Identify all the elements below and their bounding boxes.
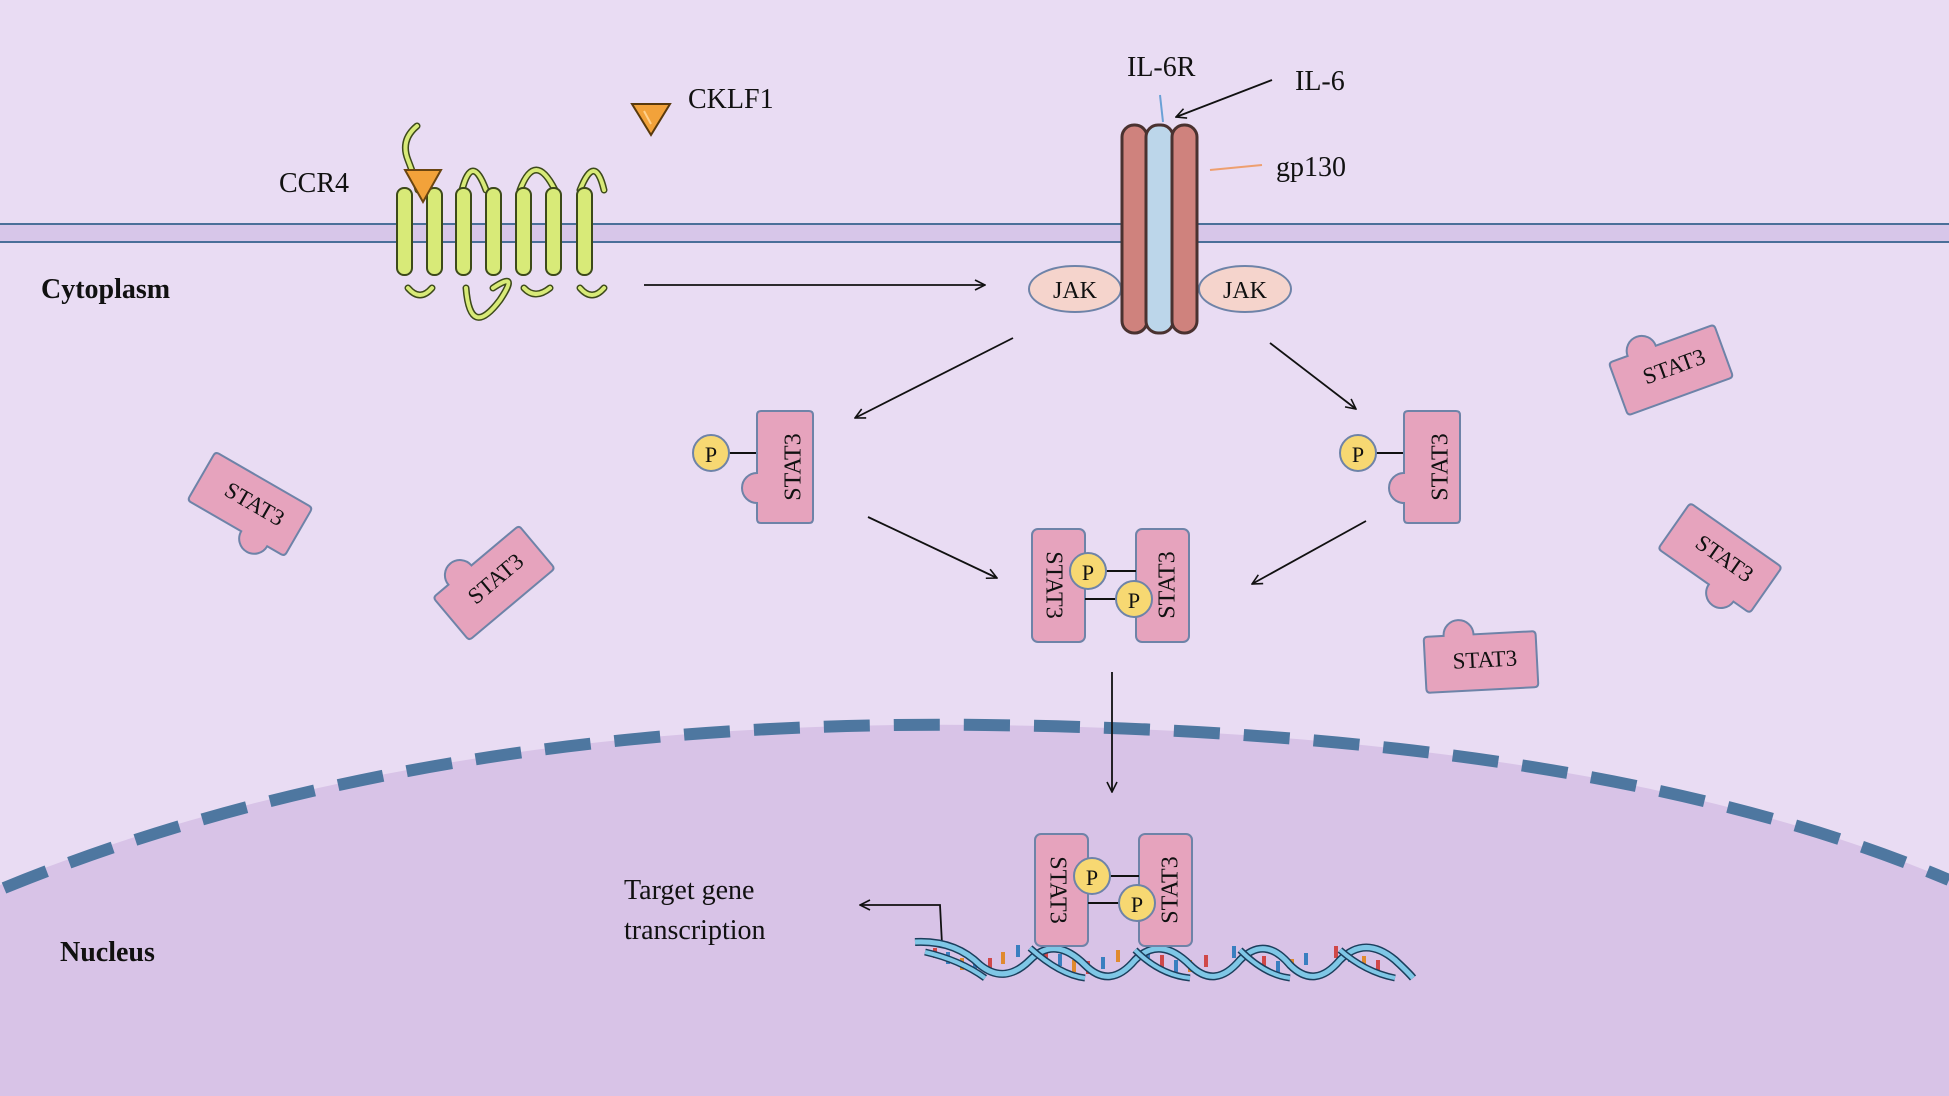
ccr4-label: CCR4: [279, 168, 349, 199]
svg-text:STAT3: STAT3: [1158, 856, 1184, 923]
nuclear-envelope: [1, 718, 1949, 894]
stat3-dimer-nucleus: STAT3 STAT3 P P: [1034, 833, 1193, 947]
cytoplasm-label: Cytoplasm: [41, 274, 170, 305]
nucleus-label: Nucleus: [60, 937, 155, 968]
il6r-chain: [1144, 123, 1175, 335]
ccr4-receptor: [396, 122, 608, 321]
transcription-label-line2: transcription: [624, 915, 766, 946]
gp130-label: gp130: [1276, 152, 1346, 183]
transcription-arrow: [860, 905, 943, 945]
stat3-free-3: STAT3: [1602, 309, 1735, 417]
transcription-label-line1: Target gene: [624, 875, 754, 906]
p-stat3-right: STAT3 P: [1339, 410, 1461, 524]
svg-text:P: P: [1131, 892, 1143, 917]
svg-text:P: P: [705, 442, 717, 467]
stat3-label: STAT3: [1428, 433, 1454, 500]
jak-right-label: JAK: [1223, 278, 1268, 304]
il6-binding-arrow: [1176, 79, 1273, 117]
p-stat3-left: STAT3 P: [692, 410, 814, 524]
il6r-label: IL-6R: [1127, 52, 1196, 83]
pathway-arrows: [644, 79, 1367, 945]
il6-receptor-complex: [1028, 94, 1292, 335]
svg-text:P: P: [1082, 560, 1094, 585]
right-stat3-dimerize-arrow: [1252, 520, 1367, 584]
jak-left-label: JAK: [1053, 278, 1098, 304]
gp130-right: [1170, 123, 1199, 335]
svg-text:P: P: [1128, 588, 1140, 613]
svg-text:STAT3: STAT3: [1155, 551, 1181, 618]
nucleus-region: [0, 724, 1949, 1096]
cklf1-ligand-icon: [630, 103, 672, 137]
jak-to-stat3-left-arrow: [855, 337, 1014, 418]
jak-right: [1198, 265, 1292, 313]
stat3-free-5: STAT3: [1421, 615, 1540, 694]
svg-text:STAT3: STAT3: [1044, 856, 1070, 923]
left-stat3-dimerize-arrow: [867, 516, 997, 578]
svg-text:STAT3: STAT3: [1040, 551, 1066, 618]
plasma-membrane: [0, 223, 1949, 243]
stat3-label: STAT3: [781, 433, 807, 500]
svg-text:STAT3: STAT3: [1452, 645, 1518, 673]
dna-helix-icon: [914, 937, 1417, 982]
jak-to-stat3-right-arrow: [1269, 342, 1356, 409]
svg-text:P: P: [1086, 865, 1098, 890]
cklf1-label: CKLF1: [688, 84, 774, 115]
phospho-group: [692, 434, 730, 472]
stat3-dimer-cytoplasm: STAT3 STAT3 P P: [1031, 528, 1190, 643]
cklf1-bound-ligand-icon: [403, 169, 443, 205]
phospho-group: [1339, 434, 1377, 472]
svg-text:P: P: [1352, 442, 1364, 467]
gp130-left: [1120, 123, 1149, 335]
il6-label: IL-6: [1295, 66, 1345, 97]
